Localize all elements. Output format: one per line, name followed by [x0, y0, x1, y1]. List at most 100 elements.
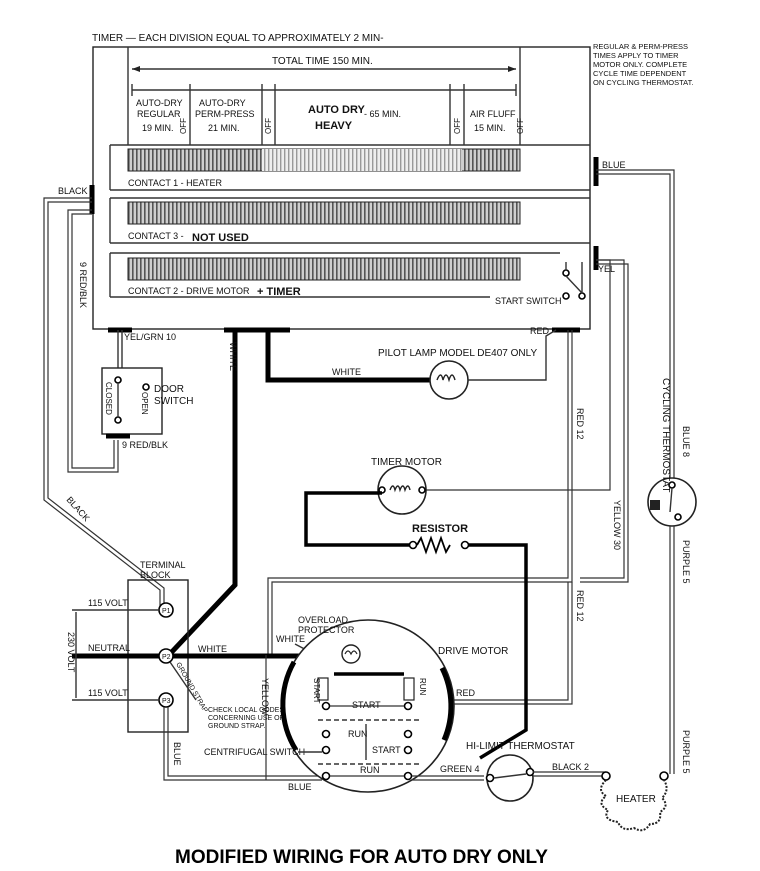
wire-9-red-blk: 9 RED/BLK: [67, 209, 119, 473]
svg-text:21 MIN.: 21 MIN.: [208, 123, 240, 133]
ground-note: CHECK LOCAL CODES CONCERNING USE OF GROU…: [208, 707, 284, 730]
drive-motor-label: DRIVE MOTOR: [438, 646, 508, 657]
total-time-dimension: TOTAL TIME 150 MIN.: [132, 56, 516, 72]
svg-text:GROUND STRAP.: GROUND STRAP.: [208, 723, 265, 730]
start-terminal-label: START: [352, 700, 381, 710]
label-white-lamp: WHITE: [332, 367, 361, 377]
label-black-2: BLACK 2: [552, 762, 589, 772]
timer-contact-1: CONTACT 1 - HEATER: [109, 144, 590, 191]
label-9-red-blk: 9 RED/BLK: [78, 262, 88, 308]
pilot-lamp: WHITE PILOT LAMP MODEL DE407 ONLY RED: [265, 326, 557, 400]
winding-run-label: RUN: [418, 678, 427, 696]
contact-3-not-used: NOT USED: [192, 232, 249, 244]
overload-protector-label-1: OVERLOAD: [298, 615, 349, 625]
svg-text:AUTO-DRY: AUTO-DRY: [199, 98, 246, 108]
timer-motor-label: TIMER MOTOR: [371, 457, 442, 468]
svg-text:TIMES APPLY TO TIMER: TIMES APPLY TO TIMER: [593, 51, 679, 60]
label-red-motor: RED: [456, 688, 476, 698]
label-blue: BLUE: [602, 160, 626, 170]
label-yellow-30: YELLOW 30: [612, 500, 622, 550]
wire-red-12: RED 12 RED 12: [267, 330, 585, 705]
resistor-circuit: RESISTOR: [304, 491, 528, 760]
centrifugal-switch-label: CENTRIFUGAL SWITCH: [204, 747, 305, 757]
power-115-bottom: 115 VOLT: [88, 688, 128, 698]
label-yel-grn-10: YEL/GRN 10: [124, 332, 176, 342]
terminal-block: TERMINAL BLOCK P1 P2 P3 GROUND STRAP: [127, 560, 209, 733]
timer-contact-3: CONTACT 3 - NOT USED: [109, 197, 590, 244]
label-white-motor: WHITE: [276, 634, 305, 644]
label-blue-p3: BLUE: [172, 742, 182, 766]
timer-motor: TIMER MOTOR: [371, 259, 611, 515]
wire-green-4: GREEN 4: [412, 764, 484, 781]
label-yellow: YELLOW: [260, 678, 270, 716]
start-switch-label: START SWITCH: [495, 296, 562, 306]
diagram-caption: MODIFIED WIRING FOR AUTO DRY ONLY: [175, 847, 548, 868]
segment-dividers: [189, 96, 465, 145]
wire-white-timer: WHITE: [166, 330, 238, 658]
total-time-label: TOTAL TIME 150 MIN.: [272, 56, 373, 67]
svg-text:PERM-PRESS: PERM-PRESS: [195, 109, 255, 119]
timer-note: REGULAR & PERM-PRESS TIMES APPLY TO TIME…: [593, 42, 693, 87]
resistor-label: RESISTOR: [412, 523, 468, 535]
svg-text:HEAVY: HEAVY: [315, 120, 353, 132]
winding-start-label: START: [312, 678, 321, 704]
svg-text:CONCERNING USE OF: CONCERNING USE OF: [208, 715, 284, 722]
overload-protector-label-2: PROTECTOR: [298, 625, 355, 635]
label-white-neutral: WHITE: [198, 644, 227, 654]
contact-2-label: CONTACT 2 - DRIVE MOTOR: [128, 286, 250, 296]
svg-text:15 MIN.: 15 MIN.: [474, 123, 506, 133]
terminal-p1: P1: [162, 608, 171, 615]
heater: HEATER: [600, 771, 669, 832]
label-red-12-bottom: RED 12: [575, 590, 585, 622]
door-switch-label-2: SWITCH: [154, 396, 193, 407]
svg-text:REGULAR & PERM-PRESS: REGULAR & PERM-PRESS: [593, 42, 688, 51]
door-switch-closed-label: CLOSED: [104, 382, 113, 415]
wire-blue-p3: BLUE BLUE: [163, 707, 322, 792]
label-blue-8: BLUE 8: [681, 426, 691, 457]
wire-black-2: BLACK 2: [533, 762, 606, 777]
run-terminal-label-2: RUN: [360, 765, 380, 775]
segment-auto-dry-perm-press: AUTO-DRY PERM-PRESS 21 MIN.: [195, 98, 255, 133]
svg-text:CYCLE TIME DEPENDENT: CYCLE TIME DEPENDENT: [593, 69, 687, 78]
power-input: 115 VOLT NEUTRAL 115 VOLT 230 VOLT: [66, 598, 159, 701]
svg-text:AIR FLUFF: AIR FLUFF: [470, 109, 516, 119]
cycling-thermostat-label: CYCLING THERMOSTAT: [660, 378, 671, 492]
label-blue-motor: BLUE: [288, 782, 312, 792]
wire-yellow-motor: YELLOW: [260, 655, 270, 780]
wire-blue-8: BLUE BLUE 8: [596, 160, 691, 478]
timer-header: TIMER — EACH DIVISION EQUAL TO APPROXIMA…: [92, 33, 384, 44]
svg-text:ON CYCLING THERMOSTAT.: ON CYCLING THERMOSTAT.: [593, 78, 693, 87]
hi-limit-thermostat-label: HI-LIMIT THERMOSTAT: [466, 741, 575, 752]
label-9-red-blk-bottom: 9 RED/BLK: [122, 440, 168, 450]
power-neutral: NEUTRAL: [88, 643, 130, 653]
svg-text:AUTO DRY: AUTO DRY: [308, 104, 366, 116]
pilot-lamp-label: PILOT LAMP MODEL DE407 ONLY: [378, 348, 537, 359]
label-purple-5-top: PURPLE 5: [681, 540, 691, 584]
contact-1-label: CONTACT 1 - HEATER: [128, 178, 223, 188]
timer-contact-2: CONTACT 2 - DRIVE MOTOR + TIMER: [109, 252, 560, 298]
svg-text:REGULAR: REGULAR: [137, 109, 181, 119]
label-red-12-top: RED 12: [575, 408, 585, 440]
segment-air-fluff: AIR FLUFF 15 MIN.: [470, 109, 516, 133]
label-white-vertical: WHITE: [228, 342, 238, 371]
start-switch: START SWITCH: [495, 262, 586, 306]
segment-off-4: OFF: [516, 118, 525, 134]
svg-text:AUTO-DRY: AUTO-DRY: [136, 98, 183, 108]
terminal-block-label-1: TERMINAL: [140, 560, 186, 570]
power-115-top: 115 VOLT: [88, 598, 128, 608]
segment-off-2: OFF: [264, 118, 273, 134]
door-switch-open-label: OPEN: [140, 392, 149, 415]
label-black: BLACK: [58, 186, 88, 196]
wire-purple-5: PURPLE 5 PURPLE 5: [669, 526, 691, 774]
cycling-thermostat: CYCLING THERMOSTAT: [647, 378, 697, 527]
ground-strap-label: GROUND STRAP: [174, 662, 208, 715]
heater-label: HEATER: [616, 794, 656, 805]
segment-off-1: OFF: [179, 118, 188, 134]
label-yel: YEL: [598, 264, 615, 274]
wire-yellow-30: YEL YELLOW 30: [580, 259, 629, 583]
label-red: RED: [530, 326, 550, 336]
run-terminal-label: RUN: [348, 729, 368, 739]
label-green-4: GREEN 4: [440, 764, 480, 774]
svg-text:CHECK LOCAL CODES: CHECK LOCAL CODES: [208, 707, 284, 714]
